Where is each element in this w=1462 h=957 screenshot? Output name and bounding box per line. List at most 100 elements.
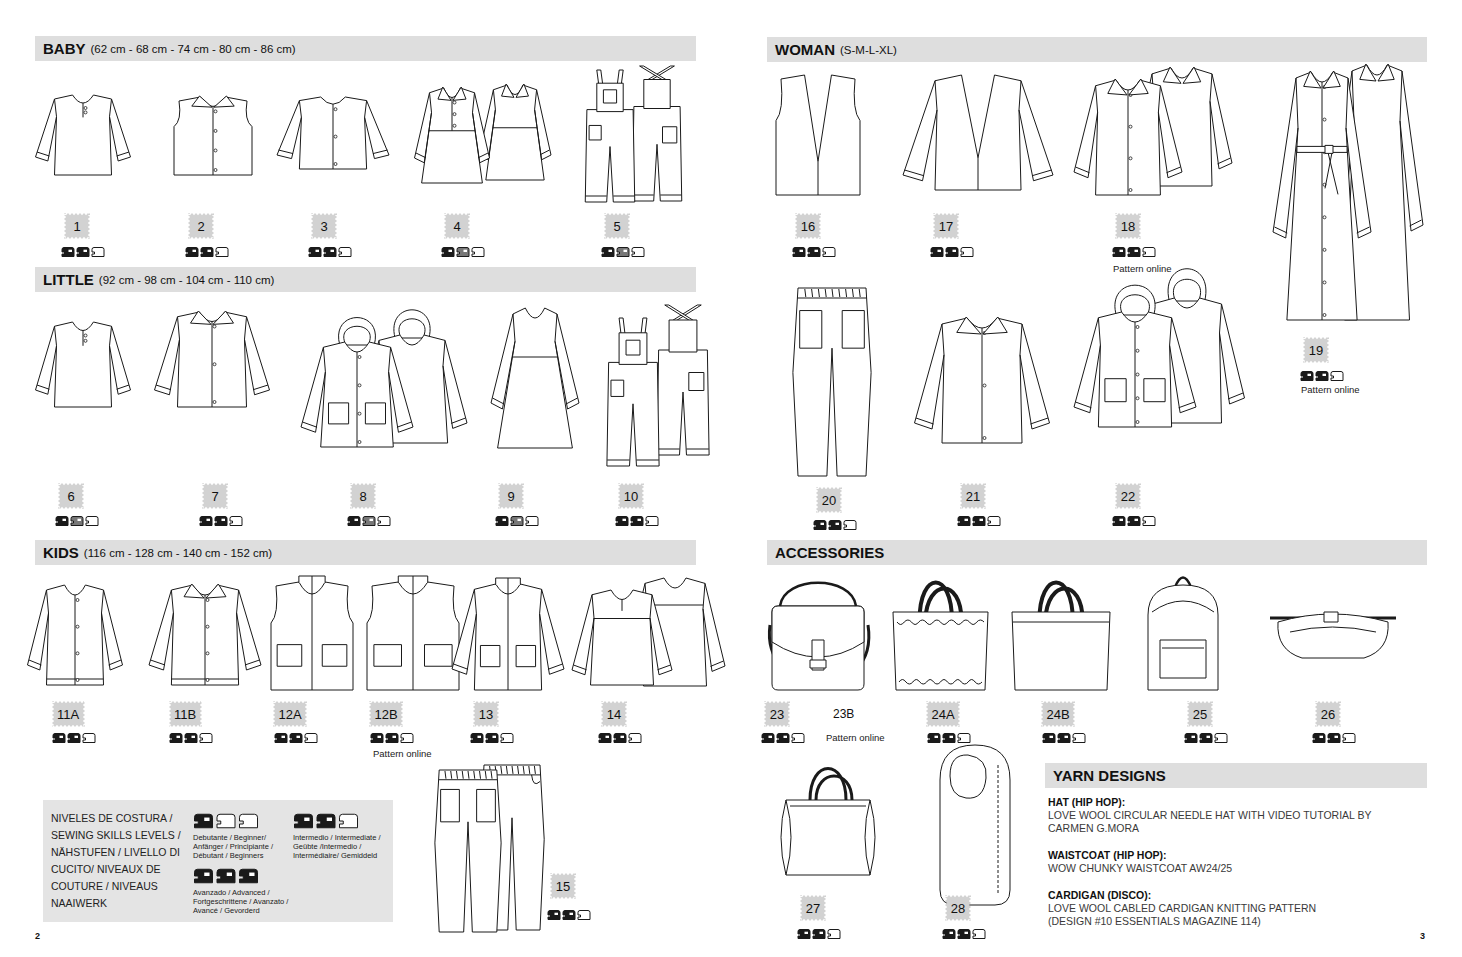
button-dot (358, 384, 361, 387)
garment-line (277, 645, 302, 667)
sewing-machine-icon (53, 734, 65, 743)
bag-drawing (1270, 612, 1396, 658)
sewing-machine-icon (814, 521, 826, 530)
sewing-machine-icon (988, 517, 1000, 526)
garment-drawing (1273, 64, 1423, 320)
sewing-machine-icon (1313, 734, 1325, 743)
garment-line (37, 152, 49, 156)
garment-drawing (607, 305, 709, 466)
garment-drawing (1074, 269, 1245, 427)
garment-drawing (415, 84, 552, 183)
garment-line (1115, 285, 1155, 315)
bag-drawing (940, 745, 1010, 905)
sewing-machine-icon (813, 930, 825, 939)
number-badge: 19 (1303, 337, 1329, 363)
garment-line (1162, 648, 1204, 649)
garment-line (548, 664, 563, 669)
sewing-machine-icon (973, 930, 985, 939)
sewing-machine-icon (217, 869, 235, 883)
icon-detail (518, 519, 522, 521)
sewing-machine-icon (295, 814, 313, 828)
badge-shape (52, 701, 85, 727)
sewing-machine-icon (548, 911, 560, 920)
sewing-machine-icon (83, 734, 95, 743)
garment-line (1158, 86, 1160, 112)
icon-detail (207, 519, 211, 521)
garment-line (1360, 64, 1376, 81)
number-badge: 17 (933, 213, 959, 239)
garment-line (506, 766, 507, 774)
garment-line (1152, 601, 1214, 612)
sewing-machine-icon (792, 734, 804, 743)
garment-line (462, 771, 463, 779)
button-dot (1129, 157, 1132, 160)
sewing-machine-icon (943, 930, 955, 939)
sewing-machine-icon (401, 734, 413, 743)
garment-line (75, 595, 76, 685)
icon-detail (769, 736, 773, 738)
garment-line (493, 90, 495, 110)
sewing-machine-icon (240, 814, 258, 828)
sewing-machine-icon (961, 248, 973, 257)
garment-line (299, 101, 301, 118)
sewing-machine-icon (798, 930, 810, 939)
badge-shape (1041, 701, 1075, 727)
garment-line (328, 403, 348, 424)
garment-line (493, 127, 537, 128)
garment-line (633, 195, 654, 196)
button-dot (214, 169, 217, 172)
sewing-machine-icon (1200, 734, 1212, 743)
garment-line (1290, 627, 1376, 632)
button-dot (358, 412, 361, 415)
garment-line (301, 342, 413, 447)
garment-drawing (572, 578, 725, 686)
icon-detail (638, 519, 642, 521)
garment-line (816, 776, 852, 800)
button-dot (206, 652, 209, 655)
garment-line (665, 305, 696, 322)
sewing-machine-icon (77, 248, 89, 257)
garment-line (322, 645, 347, 667)
number-badge: 3 (311, 213, 337, 239)
garment-line (451, 771, 452, 779)
pattern-online-note: Pattern online (1301, 384, 1360, 395)
garment-line (374, 645, 402, 667)
garment-line (245, 317, 247, 340)
garment-line (1020, 324, 1022, 355)
section-band: BABY(62 cm - 68 cm - 74 cm - 80 cm - 86 … (35, 36, 696, 61)
pattern-number: 3 (320, 219, 327, 234)
garment-line (899, 680, 982, 685)
garment-line (496, 578, 521, 585)
page-number: 3 (1420, 931, 1425, 941)
icon-detail (820, 932, 824, 934)
icon-detail (75, 736, 79, 738)
button-dot (334, 135, 337, 138)
sewing-machine-icon (185, 734, 197, 743)
button-dot (1323, 248, 1326, 251)
garment-line (852, 289, 853, 297)
sewing-machine-icon (86, 517, 98, 526)
sewing-machine-icon (217, 814, 235, 828)
sewing-machine-icon (548, 911, 560, 920)
icon-detail (784, 736, 788, 738)
sewing-machine-icon (602, 248, 614, 257)
sewing-machine-icon (486, 734, 498, 743)
sewing-machine-icon (496, 517, 508, 526)
icon-detail (950, 736, 954, 738)
garment-line (155, 312, 270, 407)
garment-line (323, 347, 325, 372)
garment-drawing (36, 95, 131, 175)
sewing-machine-icon (961, 248, 973, 257)
badge-shape (498, 483, 524, 509)
number-badge: 9 (498, 483, 524, 509)
garment-line (416, 153, 426, 158)
sewing-machine-icon (1328, 734, 1340, 743)
sewing-machine-icon (240, 814, 258, 828)
icon-detail (464, 250, 468, 252)
garment-line (518, 766, 519, 774)
icon-detail (609, 250, 613, 252)
sewing-machine-icon (563, 911, 575, 920)
pattern-number: 24A (931, 707, 954, 722)
badge-shape (604, 213, 630, 239)
badge-shape (202, 483, 228, 509)
